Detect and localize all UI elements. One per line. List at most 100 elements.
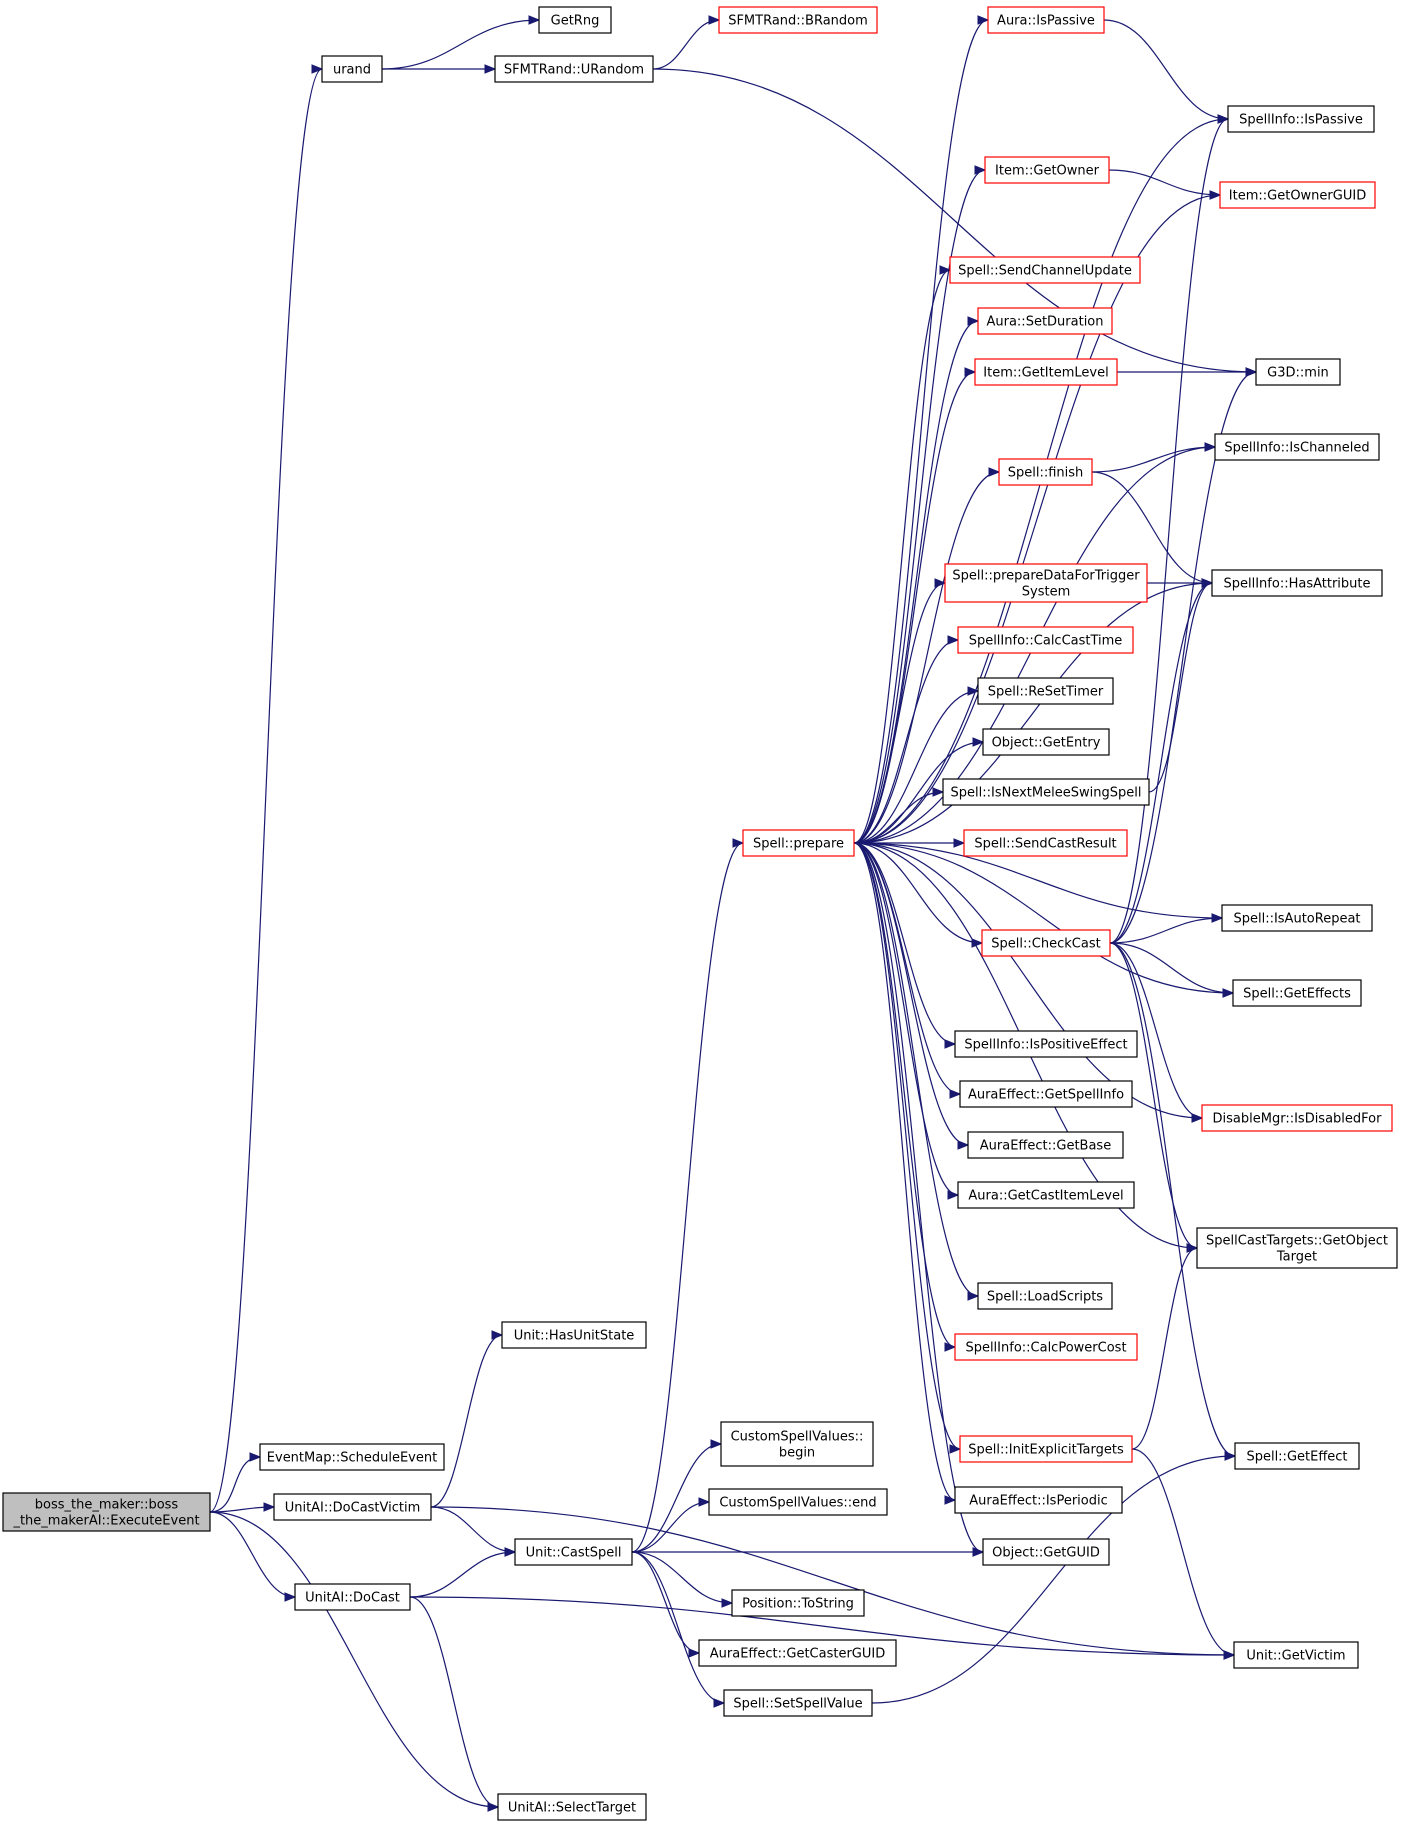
node-box[interactable] [321,55,383,83]
node-spellinfo_hasattribute[interactable]: SpellInfo::HasAttribute [1211,569,1383,597]
node-urand[interactable]: urand [321,55,383,83]
node-customspellvalues_begin[interactable]: CustomSpellValues::begin [720,1421,874,1467]
node-spell_checkcast[interactable]: Spell::CheckCast [981,929,1111,957]
node-box[interactable] [708,1488,888,1516]
node-auraeffect_getbase[interactable]: AuraEffect::GetBase [967,1131,1124,1159]
node-box[interactable] [731,1589,865,1617]
node-box[interactable] [959,1435,1133,1463]
node-box[interactable] [294,1583,411,1611]
node-box[interactable] [273,1493,432,1521]
node-box[interactable] [1234,1442,1360,1470]
node-position_tostring[interactable]: Position::ToString [731,1589,865,1617]
node-customspellvalues_end[interactable]: CustomSpellValues::end [708,1488,888,1516]
node-spell_isautorepeat[interactable]: Spell::IsAutoRepeat [1221,904,1373,932]
node-box[interactable] [967,1131,1124,1159]
node-box[interactable] [982,728,1110,756]
node-box[interactable] [998,458,1093,486]
node-spellinfo_ispositiveeffect[interactable]: SpellInfo::IsPositiveEffect [954,1030,1138,1058]
node-getrng[interactable]: GetRng [538,6,612,34]
node-object_getentry[interactable]: Object::GetEntry [982,728,1110,756]
node-spell_loadscripts[interactable]: Spell::LoadScripts [977,1282,1113,1310]
node-unit_hasunitstate[interactable]: Unit::HasUnitState [501,1321,647,1349]
node-sfmt_urandom[interactable]: SFMTRand::URandom [494,55,654,83]
node-eventmap_scheduleevent[interactable]: EventMap::ScheduleEvent [259,1443,445,1471]
node-g3d_min[interactable]: G3D::min [1255,358,1341,386]
node-box[interactable] [259,1443,445,1471]
node-box[interactable] [1232,979,1362,1007]
node-box[interactable] [1219,181,1376,209]
node-unitai_selecttarget[interactable]: UnitAI::SelectTarget [497,1793,647,1821]
node-box[interactable] [742,829,855,857]
node-box[interactable] [982,1538,1110,1566]
node-box[interactable] [963,829,1128,857]
node-box[interactable] [977,307,1113,335]
node-box[interactable] [954,1333,1138,1361]
node-box[interactable] [949,256,1141,284]
node-auraeffect_isperiodic[interactable]: AuraEffect::IsPeriodic [954,1486,1123,1514]
node-box[interactable] [514,1538,633,1566]
node-box[interactable] [1196,1227,1398,1269]
node-sfmt_brandom[interactable]: SFMTRand::BRandom [718,6,878,34]
node-unitai_docastvictim[interactable]: UnitAI::DoCastVictim [273,1493,432,1521]
node-spell_geteffects[interactable]: Spell::GetEffects [1232,979,1362,1007]
node-box[interactable] [698,1639,897,1667]
node-box[interactable] [1201,1104,1393,1132]
node-box[interactable] [497,1793,647,1821]
node-box[interactable] [977,1282,1113,1310]
node-box[interactable] [1214,433,1380,461]
node-item_getownerguid[interactable]: Item::GetOwnerGUID [1219,181,1376,209]
node-box[interactable] [942,778,1150,806]
node-box[interactable] [720,1421,874,1467]
node-spell_sendcastresult[interactable]: Spell::SendCastResult [963,829,1128,857]
node-item_getitemlevel[interactable]: Item::GetItemLevel [974,358,1118,386]
node-spell_resettimer[interactable]: Spell::ReSetTimer [977,677,1114,705]
node-box[interactable] [494,55,654,83]
node-aura_setduration[interactable]: Aura::SetDuration [977,307,1113,335]
node-spell_geteffect[interactable]: Spell::GetEffect [1234,1442,1360,1470]
node-object_getguid[interactable]: Object::GetGUID [982,1538,1110,1566]
node-spellinfo_calccasttime[interactable]: SpellInfo::CalcCastTime [957,626,1134,654]
node-spell_setspellvalue[interactable]: Spell::SetSpellValue [723,1689,873,1717]
node-box[interactable] [1233,1641,1359,1669]
node-box[interactable] [974,358,1118,386]
node-box[interactable] [944,563,1148,603]
node-box[interactable] [977,677,1114,705]
node-auraeffect_getcasterguid[interactable]: AuraEffect::GetCasterGUID [698,1639,897,1667]
node-spell_prepare[interactable]: Spell::prepare [742,829,855,857]
node-unit_getvictim[interactable]: Unit::GetVictim [1233,1641,1359,1669]
node-aura_ispassive[interactable]: Aura::IsPassive [987,6,1105,34]
node-unitai_docast[interactable]: UnitAI::DoCast [294,1583,411,1611]
node-box[interactable] [957,626,1134,654]
node-box[interactable] [1221,904,1373,932]
node-auraeffect_getspellinfo[interactable]: AuraEffect::GetSpellInfo [959,1080,1133,1108]
node-spellinfo_ischanneled[interactable]: SpellInfo::IsChanneled [1214,433,1380,461]
node-box[interactable] [984,156,1110,184]
node-box[interactable] [723,1689,873,1717]
node-box[interactable] [1211,569,1383,597]
node-spell_sendchannelupdate[interactable]: Spell::SendChannelUpdate [949,256,1141,284]
node-spellinfo_ispassive[interactable]: SpellInfo::IsPassive [1227,105,1375,133]
node-box[interactable] [538,6,612,34]
node-spellinfo_calcpowercost[interactable]: SpellInfo::CalcPowerCost [954,1333,1138,1361]
node-box[interactable] [1255,358,1341,386]
node-spell_finish[interactable]: Spell::finish [998,458,1093,486]
node-box[interactable] [959,1080,1133,1108]
node-box[interactable] [501,1321,647,1349]
node-box[interactable] [718,6,878,34]
node-box[interactable] [2,1492,211,1532]
node-aura_getcastitemlevel[interactable]: Aura::GetCastItemLevel [957,1181,1135,1209]
node-box[interactable] [1227,105,1375,133]
node-item_getowner[interactable]: Item::GetOwner [984,156,1110,184]
node-box[interactable] [954,1486,1123,1514]
node-unit_castspell[interactable]: Unit::CastSpell [514,1538,633,1566]
node-spell_initexplicittargets[interactable]: Spell::InitExplicitTargets [959,1435,1133,1463]
node-disablemgr_isdisabledfor[interactable]: DisableMgr::IsDisabledFor [1201,1104,1393,1132]
node-box[interactable] [957,1181,1135,1209]
node-box[interactable] [954,1030,1138,1058]
node-spell_isnextmelee[interactable]: Spell::IsNextMeleeSwingSpell [942,778,1150,806]
node-box[interactable] [981,929,1111,957]
node-box[interactable] [987,6,1105,34]
node-root[interactable]: boss_the_maker::boss_the_makerAI::Execut… [2,1492,211,1532]
